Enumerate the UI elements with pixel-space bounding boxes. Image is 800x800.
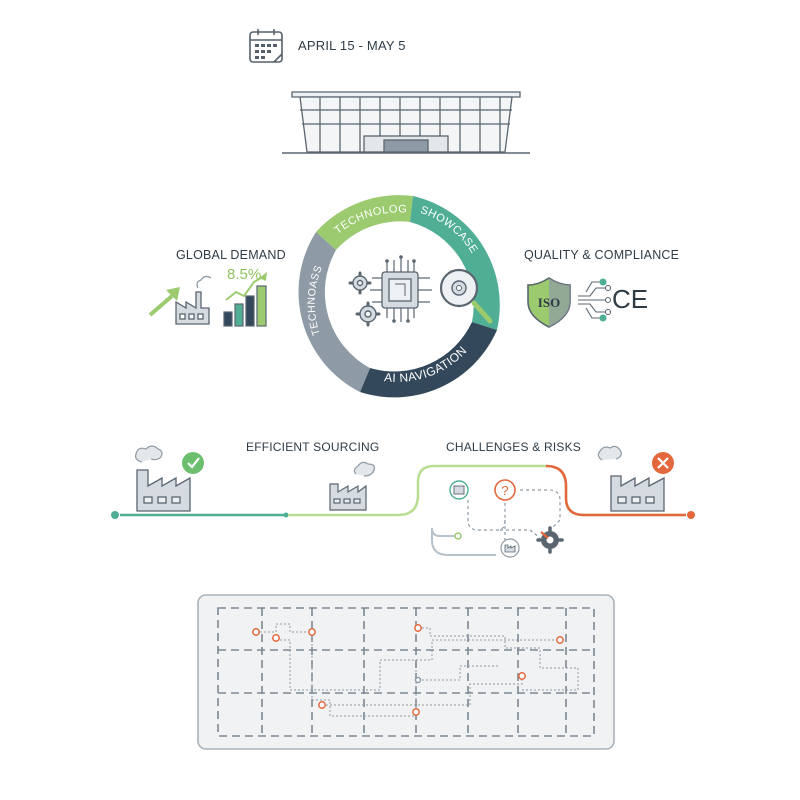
factory-small-icon: [500, 538, 520, 558]
global-demand-title: GLOBAL DEMAND: [176, 248, 286, 262]
circuit-icon: [578, 278, 612, 322]
svg-text:TECHNOASS: TECHNOASS: [306, 264, 325, 337]
segment-label-left: TECHNOASS: [306, 264, 325, 337]
question-mark: ?: [501, 483, 508, 498]
segment-left: [298, 232, 370, 392]
event-dates: APRIL 15 - MAY 5: [298, 38, 406, 53]
segment-label-ai-navigation: AI NAVIGATION: [384, 343, 470, 385]
broken-gear-icon: [536, 526, 564, 554]
segment-ai-navigation: [360, 322, 497, 398]
segment-technology: [316, 195, 413, 250]
segment-showcase: [410, 196, 500, 330]
ce-mark: CE: [612, 284, 648, 314]
shield-icon: [527, 277, 571, 328]
iso-label: ISO: [538, 295, 560, 310]
gear-icon: [348, 271, 381, 327]
efficient-sourcing-label: EFFICIENT SOURCING: [246, 440, 380, 454]
segment-label-technology: TECHNOLOGY: [0, 0, 407, 237]
warehouse-icon: [449, 480, 469, 500]
magnifier-icon: [439, 268, 493, 324]
demand-bar-chart-icon: [223, 285, 267, 327]
svg-text:TECHNOLOGY: TECHNOLOGY: [0, 0, 408, 237]
svg-text:AI NAVIGATION: AI NAVIGATION: [384, 343, 470, 385]
segment-label-showcase: SHOWCASE: [419, 204, 480, 256]
svg-text:SHOWCASE: SHOWCASE: [419, 204, 480, 256]
factory-icon-left: [135, 445, 191, 512]
factory-icon-right: [597, 445, 665, 512]
growth-value: 8.5%: [227, 266, 262, 283]
chip-icon: [370, 255, 432, 323]
question-icon: [494, 479, 516, 501]
close-icon: [652, 452, 674, 474]
growth-arrow-icon: [148, 287, 180, 317]
quality-compliance-title: QUALITY & COMPLIANCE: [524, 248, 680, 262]
check-icon: [182, 452, 204, 474]
factory-icon-middle: [329, 461, 375, 511]
factory-icon: [175, 275, 212, 325]
challenges-risks-label: CHALLENGES & RISKS: [446, 440, 581, 454]
